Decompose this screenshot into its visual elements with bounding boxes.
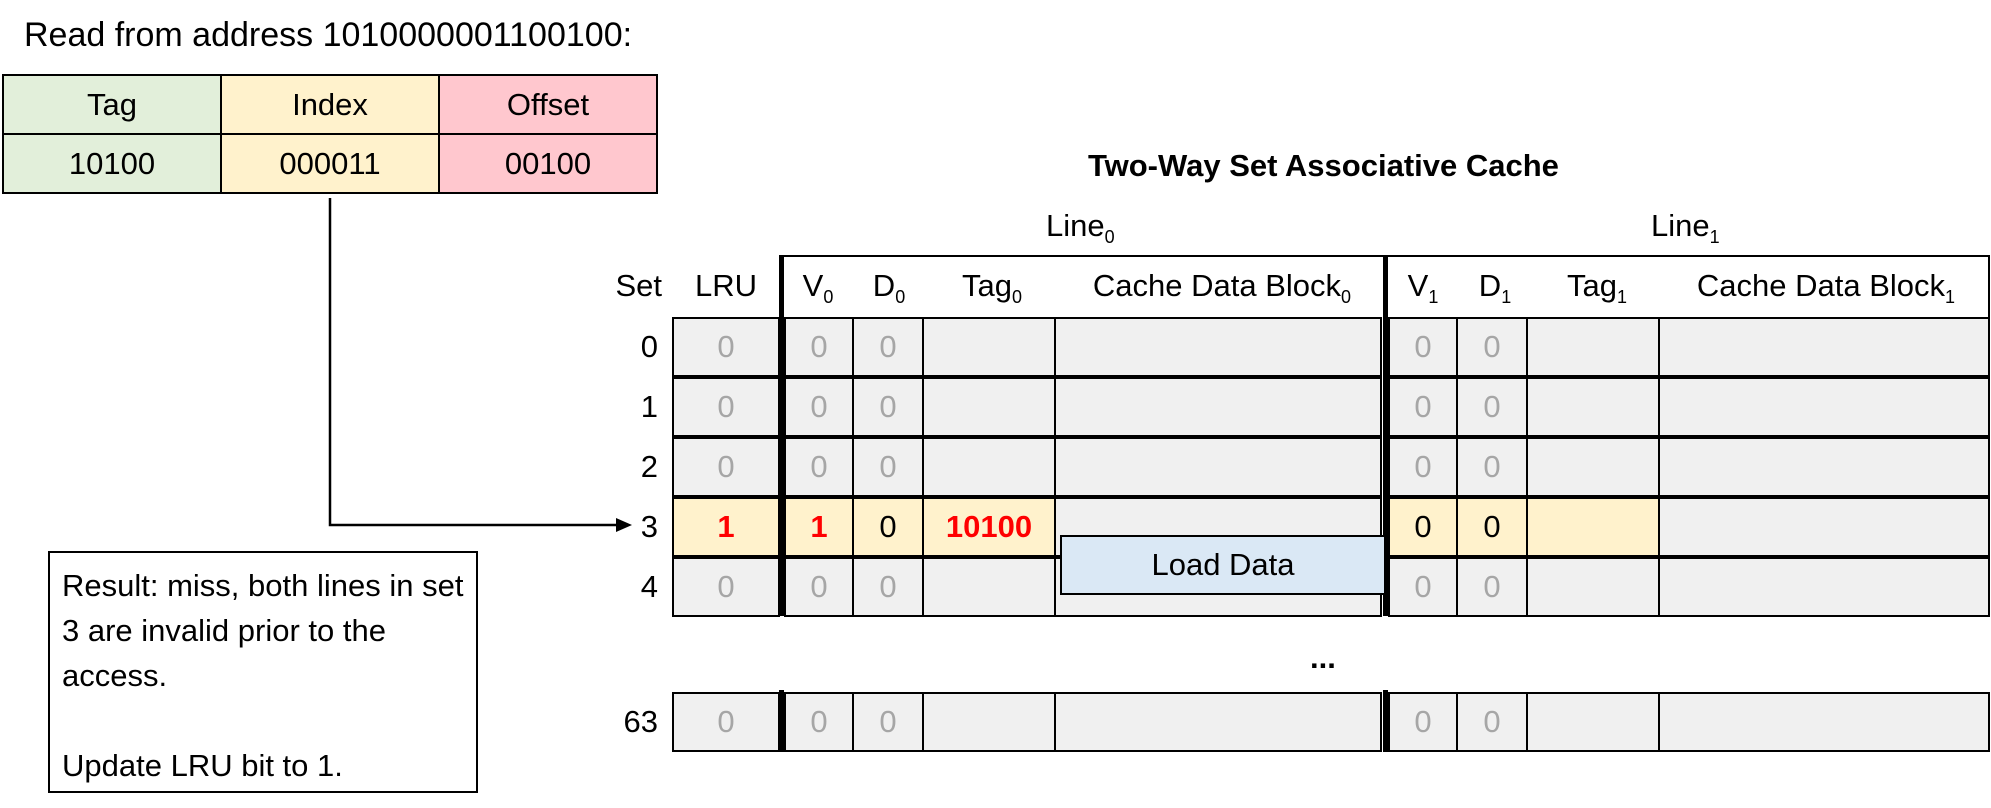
data-block-cell <box>1658 692 1990 752</box>
d0-cell: 0 <box>852 692 924 752</box>
tag1-cell <box>1526 437 1660 497</box>
data-block-cell <box>1658 437 1990 497</box>
d0-cell: 0 <box>852 377 924 437</box>
tag0-cell <box>922 377 1056 437</box>
tag0-cell <box>922 437 1056 497</box>
set-column-header: Set <box>615 268 662 303</box>
line1-separator-bottom <box>1383 690 1388 752</box>
lru-cell: 0 <box>672 437 780 497</box>
tag1-cell <box>1526 692 1660 752</box>
data-block-cell <box>1054 692 1382 752</box>
d0-cell: 0 <box>852 437 924 497</box>
set-number: 1 <box>640 389 658 424</box>
offset-field-value: 00100 <box>438 133 658 194</box>
tag0-cell: 10100 <box>922 497 1056 557</box>
lru-cell: 1 <box>672 497 780 557</box>
lru-cell: 0 <box>672 317 780 377</box>
address-heading: Read from address 1010000001100100: <box>24 16 633 54</box>
tag0-cell <box>922 557 1056 617</box>
tag0-cell <box>922 317 1056 377</box>
line1-separator <box>1383 255 1388 616</box>
tag0-cell <box>922 692 1056 752</box>
cache-title: Two-Way Set Associative Cache <box>1088 148 1559 183</box>
v1-cell: 0 <box>1388 377 1458 437</box>
tag1-cell <box>1526 497 1660 557</box>
data-block-cell <box>1054 377 1382 437</box>
v0-cell: 0 <box>784 557 854 617</box>
data-block-cell <box>1658 497 1990 557</box>
rows-ellipsis: ... <box>1310 640 1336 675</box>
data-block-cell <box>1658 377 1990 437</box>
block0-column-header: Cache Data Block0 <box>1092 268 1352 308</box>
set-number: 2 <box>640 449 658 484</box>
d0-column-header: D0 <box>872 268 906 308</box>
address-breakdown-table: Tag Index Offset 10100 000011 00100 <box>2 74 658 194</box>
set-number: 3 <box>640 509 658 544</box>
v0-cell: 0 <box>784 692 854 752</box>
tag0-column-header: Tag0 <box>962 268 1022 308</box>
tag-field-header: Tag <box>2 74 222 135</box>
line0-header: Line0 <box>1046 208 1115 248</box>
v0-column-header: V0 <box>802 268 834 308</box>
block1-column-header: Cache Data Block1 <box>1696 268 1956 308</box>
d1-column-header: D1 <box>1478 268 1512 308</box>
lru-cell: 0 <box>672 692 780 752</box>
data-block-cell <box>1658 317 1990 377</box>
d1-cell: 0 <box>1456 437 1528 497</box>
tag1-cell <box>1526 557 1660 617</box>
v1-cell: 0 <box>1388 317 1458 377</box>
result-text: Result: miss, both lines in set 3 are in… <box>62 568 464 693</box>
v0-cell: 0 <box>784 317 854 377</box>
v1-cell: 0 <box>1388 692 1458 752</box>
lru-cell: 0 <box>672 557 780 617</box>
d1-cell: 0 <box>1456 557 1528 617</box>
v1-cell: 0 <box>1388 497 1458 557</box>
d1-cell: 0 <box>1456 497 1528 557</box>
header-right-rule <box>1988 255 1990 317</box>
result-box: Result: miss, both lines in set 3 are in… <box>48 551 478 793</box>
lru-cell: 0 <box>672 377 780 437</box>
result-update-text: Update LRU bit to 1. <box>62 748 343 783</box>
set-number: 4 <box>640 569 658 604</box>
line1-header: Line1 <box>1651 208 1720 248</box>
data-block-cell <box>1054 437 1382 497</box>
tag1-column-header: Tag1 <box>1567 268 1627 308</box>
d0-cell: 0 <box>852 557 924 617</box>
lru-column-header: LRU <box>694 268 757 303</box>
d0-cell: 0 <box>852 317 924 377</box>
set-number: 0 <box>640 329 658 364</box>
line0-separator-bottom <box>779 690 784 752</box>
tag1-cell <box>1526 317 1660 377</box>
v0-cell: 1 <box>784 497 854 557</box>
data-block-cell <box>1054 317 1382 377</box>
tag1-cell <box>1526 377 1660 437</box>
set-number: 63 <box>623 704 658 739</box>
v0-cell: 0 <box>784 437 854 497</box>
d1-cell: 0 <box>1456 692 1528 752</box>
v0-cell: 0 <box>784 377 854 437</box>
v1-cell: 0 <box>1388 557 1458 617</box>
tag-field-value: 10100 <box>2 133 222 194</box>
offset-field-header: Offset <box>438 74 658 135</box>
line0-separator <box>779 255 784 616</box>
v1-column-header: V1 <box>1407 268 1439 308</box>
load-data-box: Load Data <box>1060 535 1386 595</box>
d1-cell: 0 <box>1456 317 1528 377</box>
d1-cell: 0 <box>1456 377 1528 437</box>
data-block-cell <box>1658 557 1990 617</box>
index-field-header: Index <box>220 74 440 135</box>
d0-cell: 0 <box>852 497 924 557</box>
index-field-value: 000011 <box>220 133 440 194</box>
v1-cell: 0 <box>1388 437 1458 497</box>
